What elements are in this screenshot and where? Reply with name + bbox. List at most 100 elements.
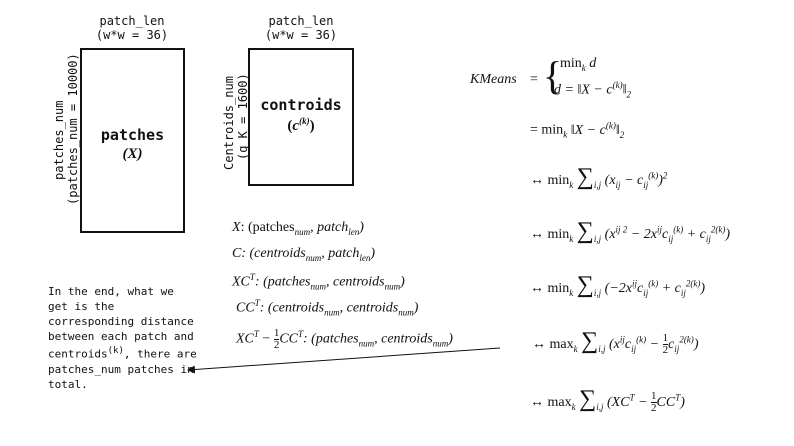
shape-cct-num2: num: [398, 307, 414, 318]
note-line-1: In the end, what we: [48, 285, 174, 298]
eq7-half-num: 1: [651, 390, 657, 404]
shape-cct: CCT: (centroidsnum, centroidsnum): [236, 298, 419, 318]
kmeans-eq7: ↔ maxk ∑i,j (XCT − 1 2 CCT): [530, 386, 685, 414]
note-line-2: get is the: [48, 300, 115, 313]
kmeans-brace: {: [543, 53, 563, 98]
eq6-c: −: [646, 337, 663, 352]
eq6-sub2: ij: [631, 343, 637, 354]
patches-title: patches: [100, 126, 165, 144]
shape-x-patch: patch: [317, 220, 349, 235]
shape-cct-t: T: [254, 298, 260, 308]
eq7-ij: i,j: [596, 401, 604, 412]
eq5-k: k: [569, 287, 574, 298]
centroids-title: controids: [260, 96, 342, 114]
eq3-end: ): [658, 173, 663, 188]
eq6-arrow: ↔: [532, 337, 546, 352]
eq4-b: − 2x: [627, 227, 657, 242]
shape-x-lhs: X: [232, 220, 241, 235]
eq5-d: ): [700, 281, 706, 296]
eq6-sup1: ij: [619, 334, 625, 345]
kmeans-eq4: ↔ mink ∑i,j (xij 2 − 2xijcij(k) + cij2(k…: [530, 218, 730, 245]
eq7-k: k: [571, 401, 576, 412]
eq5-sup1: ij: [631, 278, 637, 289]
kmeans-eq5: ↔ mink ∑i,j (−2xijcij(k) + cij2(k)): [530, 272, 705, 299]
shape-xct-centroids: , centroids: [326, 274, 385, 290]
eq4-k: k: [569, 233, 574, 244]
eq2-end: ‖: [615, 122, 620, 138]
eq4-sub3: ij: [668, 233, 674, 244]
eq5-a: (−2x: [604, 281, 632, 296]
eq5-c: + c: [658, 281, 681, 296]
eq3-sup2: (k): [648, 170, 659, 181]
eq3-ij: i,j: [593, 179, 602, 190]
eq7-half: 1 2: [651, 391, 657, 414]
eq1-top-sub: k: [581, 62, 586, 73]
centroids-symbol-open: (: [287, 118, 293, 134]
shape-final-t2: T: [298, 329, 304, 340]
eq6-sigma: ∑: [581, 328, 599, 354]
eq6-e: ): [693, 337, 699, 352]
eq5-min: min: [547, 281, 570, 296]
centroids-top-label-name: patch_len: [268, 14, 334, 28]
note-line-5-a: centroids: [48, 347, 108, 361]
eq7-sigma: ∑: [579, 386, 597, 412]
eq4-e: ): [725, 227, 731, 242]
patches-top-label-name: patch_len: [99, 14, 165, 28]
centroids-symbol-sup: (k): [299, 116, 310, 126]
eq7-c: CC: [656, 395, 676, 410]
eq7-a: (XC: [606, 395, 630, 410]
shape-x-rhs: : (patches: [240, 220, 295, 235]
shape-final-half-num: 1: [273, 327, 280, 340]
eq5-sup2: (k): [648, 278, 659, 289]
eq2-sub: k: [563, 129, 568, 140]
shape-c-num: num: [305, 252, 322, 263]
kmeans-lhs: KMeans: [470, 72, 517, 87]
eq5-sub3: ij: [680, 287, 686, 298]
eq6-b: c: [624, 337, 632, 352]
eq4-sup2: ij: [656, 224, 662, 235]
centroids-symbol-close: ): [309, 118, 315, 134]
eq2-sup: (k): [605, 120, 616, 130]
centroids-top-label: patch_len (w*w = 36): [248, 14, 354, 42]
patches-symbol: (X): [122, 146, 143, 162]
shape-final-half-den: 2: [273, 339, 280, 351]
shape-c-len: len: [359, 252, 371, 263]
eq1-bottom-body: d = ‖X − c: [554, 82, 613, 98]
eq4-sigma: ∑: [576, 218, 594, 244]
eq3-mid: − c: [620, 173, 644, 188]
eq5-ij: i,j: [593, 287, 602, 298]
eq7-sup2: T: [675, 392, 681, 403]
kmeans-eq2: = mink ‖X − c(k)‖2: [530, 120, 624, 139]
kmeans-eq3: ↔ mink ∑i,j (xij − cij(k))2: [530, 164, 667, 191]
shape-final-minus: −: [262, 331, 271, 347]
eq3-sigma: ∑: [576, 164, 594, 190]
eq1-bottom-sub: 2: [626, 89, 632, 100]
eq4-c: c: [662, 227, 669, 242]
shape-cct-num1: num: [324, 307, 340, 318]
eq4-ij: i,j: [593, 233, 602, 244]
eq1-top-var: d: [589, 56, 597, 71]
shape-x: X: (patchesnum, patchlen): [232, 220, 364, 237]
shape-final-t1: T: [253, 329, 259, 340]
eq4-a: (x: [604, 227, 616, 242]
eq5-sub2: ij: [643, 287, 649, 298]
eq7-b: −: [634, 395, 652, 410]
eq4-sup3: (k): [673, 224, 684, 235]
shape-c: C: (centroidsnum, patchlen): [232, 246, 376, 263]
shape-x-num: num: [294, 226, 311, 237]
eq7-d: ): [680, 395, 685, 410]
eq7-sup1: T: [629, 392, 635, 403]
eq5-arrow: ↔: [530, 281, 544, 296]
eq6-sup2: (k): [636, 334, 647, 345]
shape-c-rhs: : (centroids: [241, 246, 306, 261]
eq6-sub3: ij: [674, 343, 680, 354]
note-line-7: total.: [48, 377, 88, 391]
shape-xct-num1: num: [310, 281, 327, 292]
note-line-3: corresponding distance: [48, 315, 194, 328]
eq4-sup1: ij 2: [615, 224, 628, 235]
eq5-sigma: ∑: [576, 272, 594, 298]
shape-final-num1: num: [358, 338, 375, 349]
note-line-6: patches_num patches in: [48, 362, 194, 376]
eq4-sub4: ij: [705, 233, 711, 244]
